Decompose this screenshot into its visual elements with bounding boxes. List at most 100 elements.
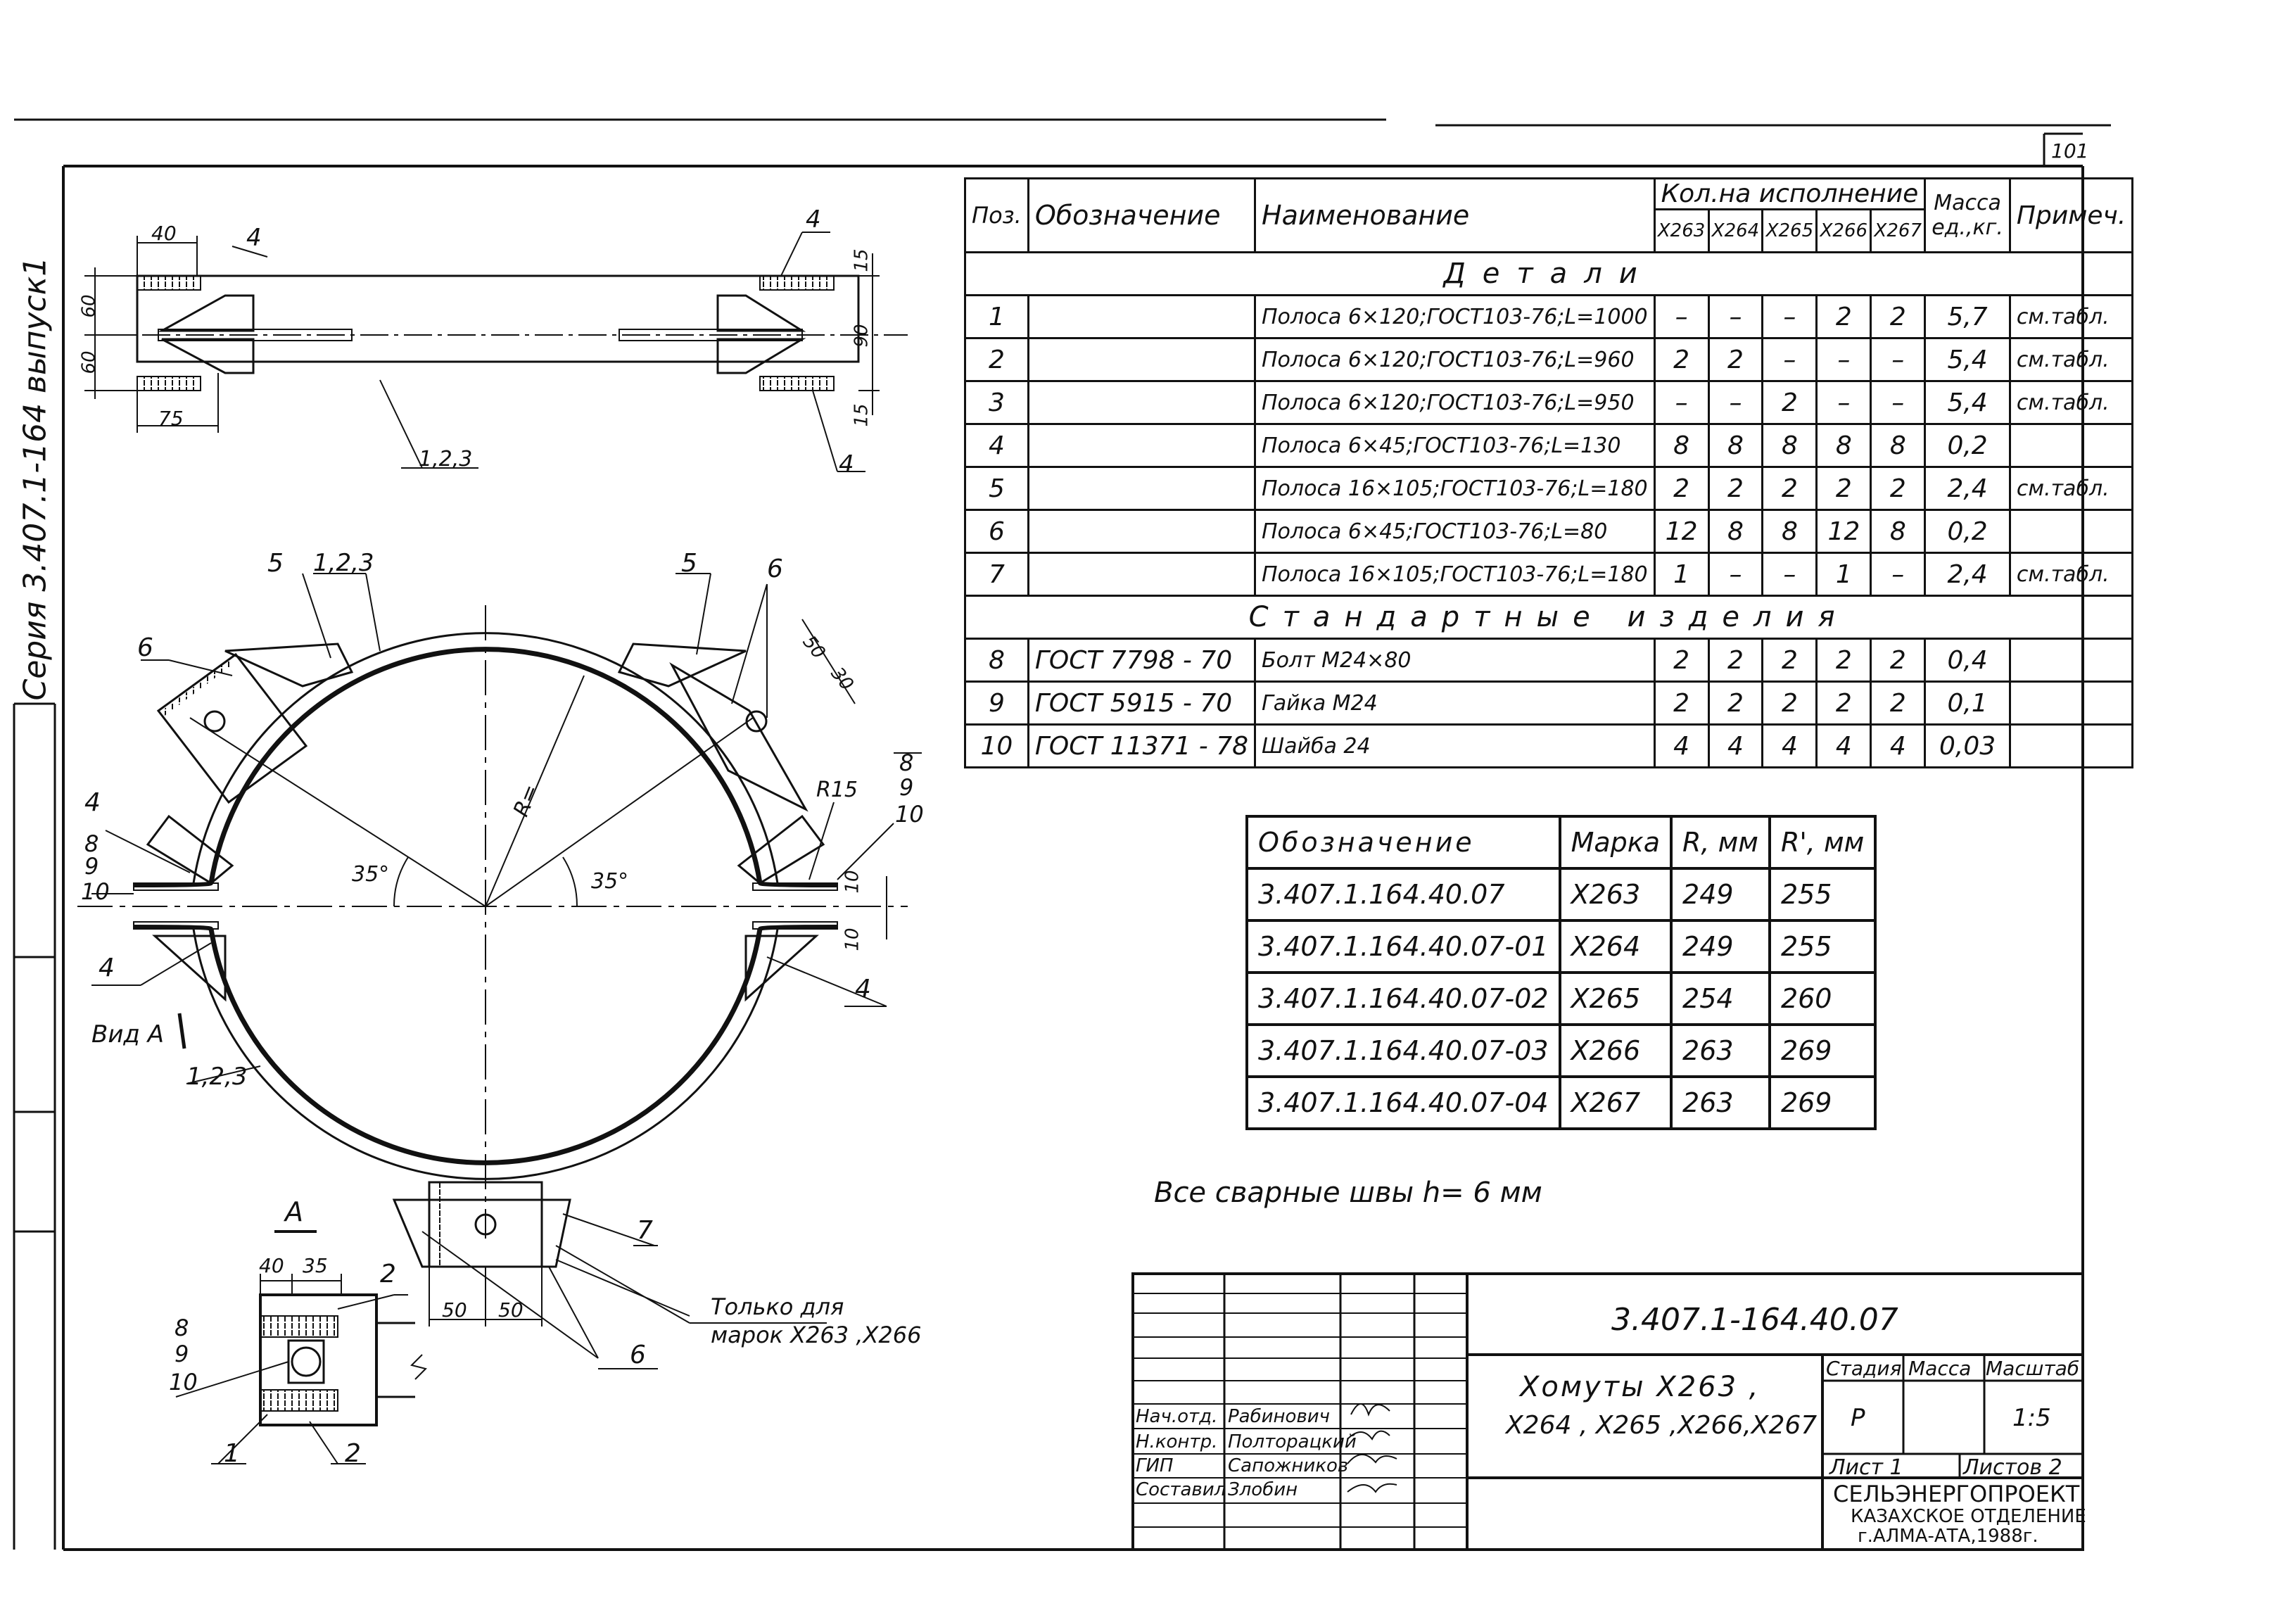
spec-pos: 1: [964, 294, 1029, 339]
spec-designation: ГОСТ 5915 - 70: [1027, 680, 1257, 726]
spec-mass: 5,4: [1924, 337, 2011, 382]
marks-r-prime: 260: [1768, 971, 1877, 1026]
spec-qty: –: [1761, 294, 1818, 339]
spec-table: Поз. Обозначение Наименование Кол.на исп…: [963, 177, 2134, 768]
spec-header-note: Примеч.: [2008, 177, 2134, 253]
spec-qty: 8: [1707, 423, 1764, 468]
spec-qty: –: [1707, 552, 1764, 597]
spec-note: см.табл.: [2008, 380, 2134, 425]
spec-header-mass: Масса ед.,кг.: [1924, 177, 2011, 253]
spec-qty: 4: [1870, 723, 1927, 768]
spec-qty: 2: [1707, 638, 1764, 683]
spec-qty: 8: [1707, 509, 1764, 554]
sheet-label: Лист 1: [1829, 1455, 1903, 1480]
marks-designation: 3.407.1.164.40.07-03: [1245, 1023, 1561, 1078]
dim-35-section: 35: [303, 1254, 328, 1277]
spec-qty: 2: [1653, 680, 1710, 726]
spec-qty: –: [1761, 337, 1818, 382]
spec-qty: 2: [1707, 466, 1764, 511]
spec-section-row: Стандартные изделия: [963, 595, 2134, 640]
page-number: 101: [2051, 139, 2089, 163]
spec-section-details: Детали: [963, 251, 2134, 296]
callout-10-right: 10: [895, 801, 924, 828]
marks-designation: 3.407.1.164.40.07-02: [1245, 971, 1561, 1026]
spec-pos: 10: [964, 723, 1029, 768]
callout-4-left-upper: 4: [84, 788, 101, 817]
marks-mark: Х267: [1558, 1075, 1673, 1130]
staff-name: Сапожников: [1228, 1455, 1349, 1476]
spec-note: см.табл.: [2008, 552, 2134, 597]
sheets-label: Листов 2: [1963, 1455, 2062, 1480]
spec-qty: 2: [1761, 466, 1818, 511]
spec-note: [2008, 723, 2134, 768]
callout-angle-left: 35°: [352, 862, 390, 887]
spec-qty: 8: [1870, 509, 1927, 554]
spec-name: Полоса 16×105;ГОСТ103-76;L=180: [1254, 552, 1656, 597]
spec-designation: [1027, 423, 1257, 468]
dim-75: 75: [158, 407, 184, 430]
org-name: СЕЛЬЭНЕРГОПРОЕКТ: [1833, 1481, 2080, 1507]
spec-qty: –: [1707, 380, 1764, 425]
spec-header-name: Наименование: [1254, 177, 1656, 253]
marks-r-prime: 255: [1768, 919, 1877, 974]
spec-designation: [1027, 509, 1257, 554]
spec-note: [2008, 638, 2134, 683]
spec-variant: Х265: [1761, 208, 1818, 253]
spec-designation: ГОСТ 11371 - 78: [1027, 723, 1257, 768]
spec-section-row: Детали: [963, 251, 2134, 296]
spec-note: [2008, 423, 2134, 468]
spec-qty: 2: [1761, 680, 1818, 726]
spec-name: Полоса 6×45;ГОСТ103-76;L=130: [1254, 423, 1656, 468]
callout-10-left: 10: [81, 878, 110, 905]
spec-mass: 2,4: [1924, 466, 2011, 511]
marks-r-prime: 255: [1768, 867, 1877, 922]
spec-mass: 2,4: [1924, 552, 2011, 597]
title-line-1: Хомуты Х263 ,: [1520, 1371, 1761, 1403]
spec-note: [2008, 680, 2134, 726]
spec-pos: 7: [964, 552, 1029, 597]
spec-pos: 8: [964, 638, 1029, 683]
spec-qty: –: [1707, 294, 1764, 339]
spec-qty: 2: [1761, 380, 1818, 425]
spec-note: см.табл.: [2008, 337, 2134, 382]
spec-header-pos: Поз.: [964, 177, 1029, 253]
spec-qty: 2: [1815, 294, 1872, 339]
callout-4-left-lower: 4: [99, 954, 115, 982]
spec-pos: 3: [964, 380, 1029, 425]
callout-9-section: 9: [175, 1341, 189, 1367]
spec-qty: 4: [1761, 723, 1818, 768]
dim-90: 90: [851, 324, 873, 348]
spec-pos: 6: [964, 509, 1029, 554]
spec-pos: 2: [964, 337, 1029, 382]
marks-designation: 3.407.1.164.40.07: [1245, 867, 1561, 922]
callout-8-right: 8: [899, 749, 914, 776]
spec-qty: –: [1815, 337, 1872, 382]
spec-qty: 4: [1815, 723, 1872, 768]
stage-value: Р: [1851, 1404, 1865, 1432]
spec-name: Гайка М24: [1254, 680, 1656, 726]
title-line-2: Х264 , Х265 ,Х266,Х267: [1506, 1411, 1818, 1440]
spec-qty: 1: [1815, 552, 1872, 597]
callout-4-right-lower: 4: [855, 975, 871, 1004]
spec-qty: 2: [1815, 680, 1872, 726]
spec-qty: 4: [1653, 723, 1710, 768]
staff-role: Н.контр.: [1136, 1431, 1218, 1452]
spec-name: Полоса 6×120;ГОСТ103-76;L=1000: [1254, 294, 1656, 339]
spec-header-designation: Обозначение: [1027, 177, 1257, 253]
marks-mark: Х263: [1558, 867, 1673, 922]
spec-qty: 2: [1653, 638, 1710, 683]
spec-note: см.табл.: [2008, 294, 2134, 339]
spec-qty: 8: [1870, 423, 1927, 468]
marks-mark: Х265: [1558, 971, 1673, 1026]
callout-6-left: 6: [137, 633, 153, 662]
spec-qty: 2: [1761, 638, 1818, 683]
dim-60-lower: 60: [78, 350, 100, 374]
